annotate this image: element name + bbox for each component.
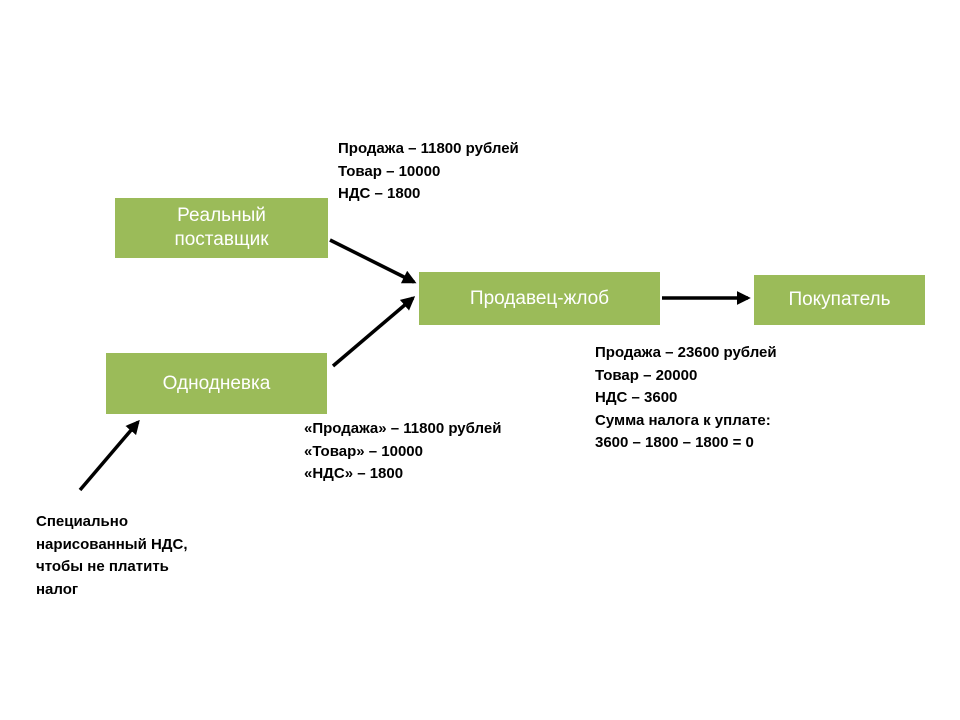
- note-line: Продажа – 11800 рублей: [338, 140, 519, 157]
- fly-sale-note: «Продажа» – 11800 рублей «Товар» – 10000…: [304, 418, 501, 486]
- note-line: Товар – 10000: [338, 162, 441, 180]
- note-line: Товар – 20000: [595, 366, 698, 384]
- fly-by-night-box: Однодневка: [106, 353, 327, 414]
- supplier-sale-note: Продажа – 11800 рублей Товар – 10000 НДС…: [338, 138, 519, 206]
- note-line: «НДС» – 1800: [304, 465, 404, 482]
- arrow-flybynight-to-seller: [331, 296, 416, 368]
- note-line: НДС – 3600: [595, 389, 678, 406]
- real-supplier-box: Реальный поставщик: [115, 198, 328, 258]
- greedy-seller-box: Продавец-жлоб: [419, 272, 660, 325]
- buyer-label: Покупатель: [788, 289, 891, 310]
- note-line: Продажа – 23600 рублей: [595, 344, 777, 361]
- note-line: 3600 – 1800 – 1800 = 0: [595, 434, 754, 451]
- buyer-box: Покупатель: [754, 275, 925, 325]
- fly-by-night-label: Однодневка: [162, 372, 271, 394]
- note-line: «Товар» – 10000: [304, 442, 423, 460]
- note-line: налог: [36, 580, 79, 598]
- note-line: чтобы не платить: [36, 558, 169, 575]
- note-line: Сумма налога к уплате:: [595, 411, 771, 429]
- arrow-supplier-to-seller: [329, 238, 417, 284]
- note-line: НДС – 1800: [338, 185, 421, 202]
- seller-sale-note: Продажа – 23600 рублей Товар – 20000 НДС…: [595, 342, 777, 455]
- greedy-seller-label: Продавец-жлоб: [469, 287, 610, 309]
- note-line: Специально: [36, 513, 128, 530]
- arrow-fakevat-to-flybynight: [78, 419, 140, 492]
- note-line: «Продажа» – 11800 рублей: [304, 420, 502, 437]
- note-line: нарисованный НДС,: [36, 535, 188, 553]
- fake-vat-note: Специально нарисованный НДС, чтобы не пл…: [36, 511, 188, 601]
- real-supplier-label: Реальный поставщик: [174, 205, 269, 250]
